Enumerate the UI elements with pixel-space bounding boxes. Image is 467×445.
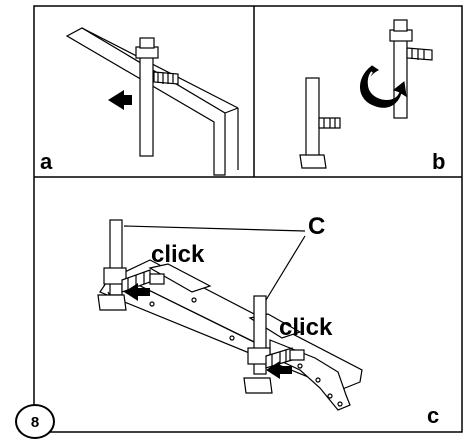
part-letter-callout: C bbox=[308, 215, 325, 239]
panel-label-c: c bbox=[427, 405, 439, 427]
click-callout-1: click bbox=[151, 243, 204, 267]
panel-label-a: a bbox=[40, 151, 52, 173]
panel-a-illustration bbox=[67, 28, 238, 175]
arrow-icon bbox=[108, 90, 132, 110]
step-number: 8 bbox=[17, 414, 53, 431]
click-callout-2: click bbox=[279, 316, 332, 340]
step-number-badge: 8 bbox=[15, 404, 55, 439]
panel-label-b: b bbox=[432, 151, 445, 173]
